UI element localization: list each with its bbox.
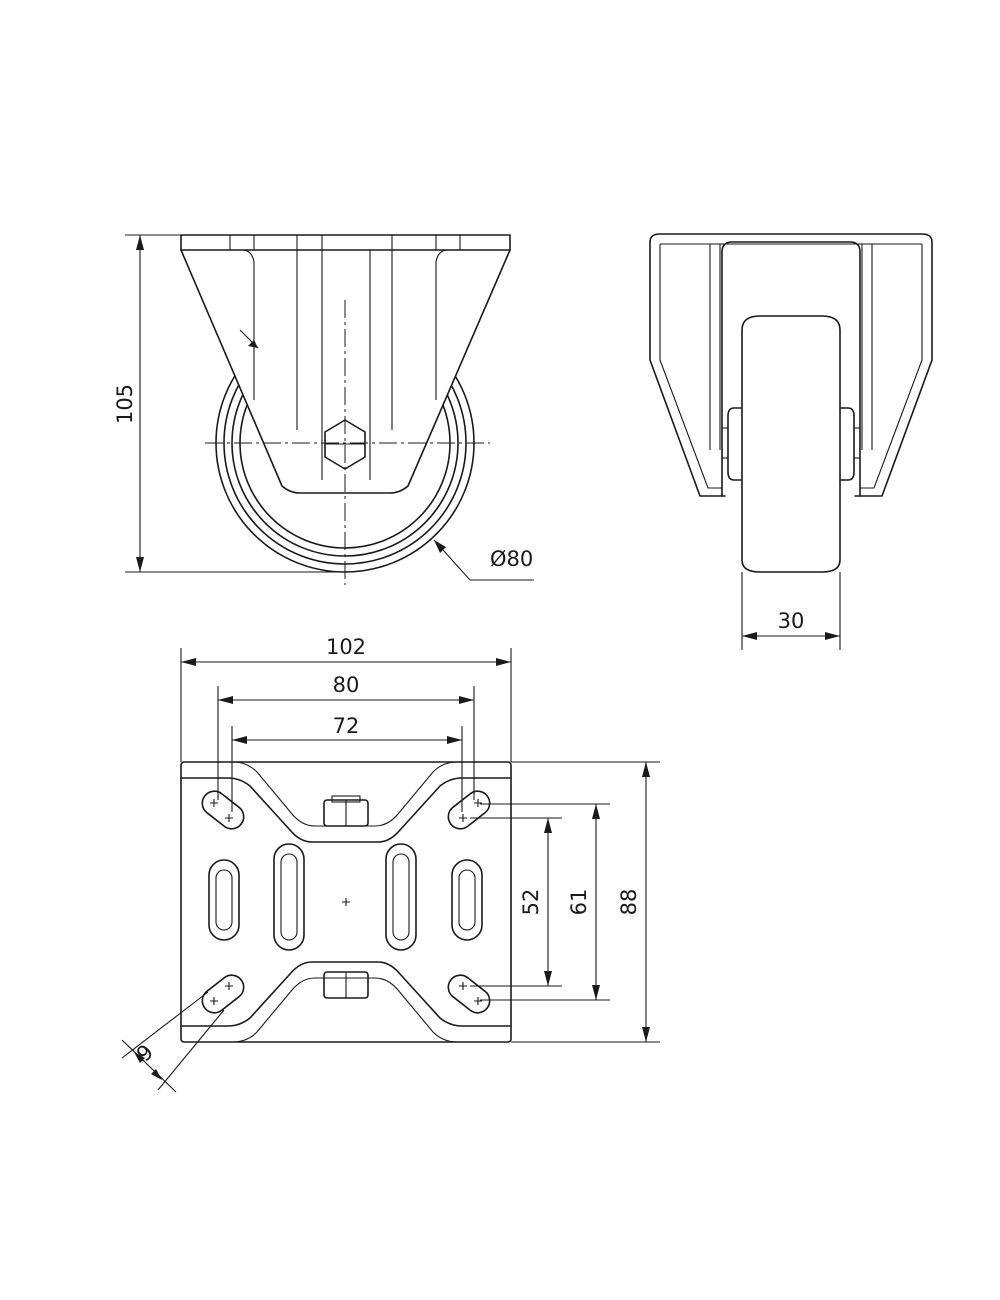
wheel-side <box>741 315 841 573</box>
mounting-slot <box>201 790 245 830</box>
mounting-slot <box>447 790 491 830</box>
mounting-plate <box>180 761 512 1043</box>
dim-hole-spacing-outer: 80 <box>333 673 360 697</box>
side-view: 30 <box>649 233 933 650</box>
mounting-slot <box>447 974 491 1014</box>
dim-total-height: 105 <box>113 384 137 424</box>
dim-hole-spacing-short: 52 <box>519 889 543 916</box>
dim-hole-spacing-long: 61 <box>567 889 591 916</box>
dim-plate-length: 88 <box>617 889 641 916</box>
front-view: 105 Ø80 <box>113 234 534 585</box>
dim-wheel-width: 30 <box>778 609 805 633</box>
plate-view: 102 80 72 88 61 52 <box>121 635 660 1093</box>
dim-slot-width: 9 <box>132 1040 158 1066</box>
dim-hole-spacing-inner: 72 <box>333 714 360 738</box>
dim-wheel-diameter: Ø80 <box>490 547 533 571</box>
dim-plate-width: 102 <box>326 635 366 659</box>
mounting-slot <box>201 974 245 1014</box>
